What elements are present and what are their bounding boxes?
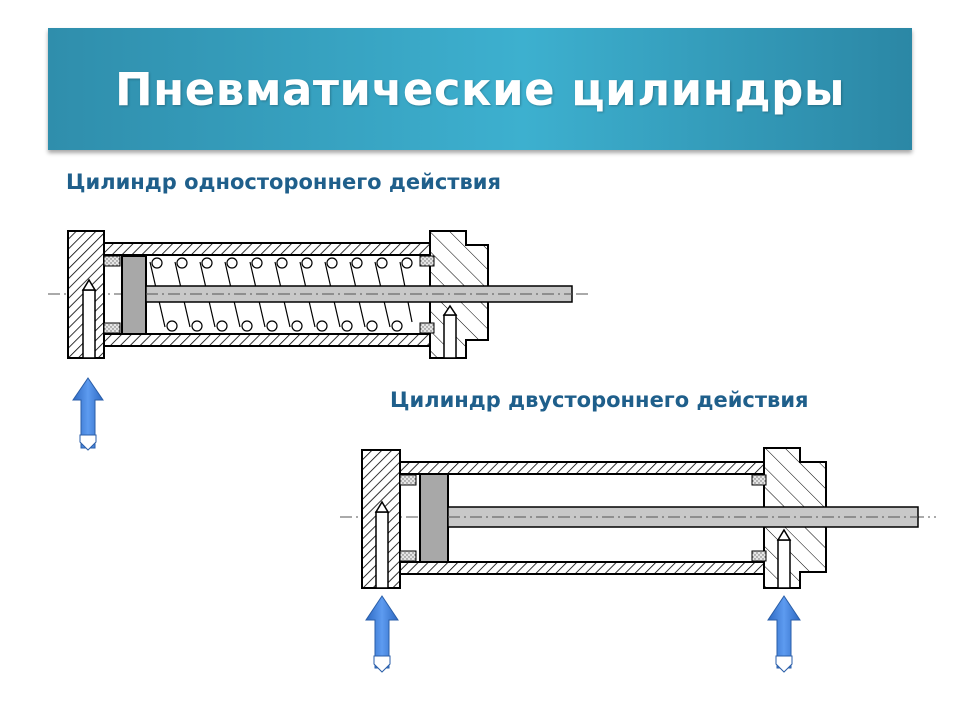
air-inlet-arrow <box>72 377 104 451</box>
air-inlet-arrow-rear <box>365 595 399 673</box>
single-acting-label: Цилиндр одностороннего действия <box>66 170 501 194</box>
front-vent <box>443 314 457 359</box>
barrel-bottom-wall <box>399 561 765 575</box>
rear-port <box>82 289 96 359</box>
double-acting-label: Цилиндр двустороннего действия <box>390 388 809 412</box>
barrel-top-wall <box>103 242 431 256</box>
page-title: Пневматические цилиндры <box>114 62 846 116</box>
title-banner: Пневматические цилиндры <box>48 28 912 150</box>
piston <box>419 473 449 563</box>
barrel-bottom-wall <box>103 333 431 347</box>
front-port <box>777 539 791 589</box>
barrel-top-wall <box>399 461 765 475</box>
double-acting-cylinder <box>340 447 936 589</box>
rear-port <box>375 511 389 589</box>
air-inlet-arrow-front <box>767 595 801 673</box>
piston <box>121 255 147 335</box>
single-acting-cylinder <box>48 230 590 359</box>
